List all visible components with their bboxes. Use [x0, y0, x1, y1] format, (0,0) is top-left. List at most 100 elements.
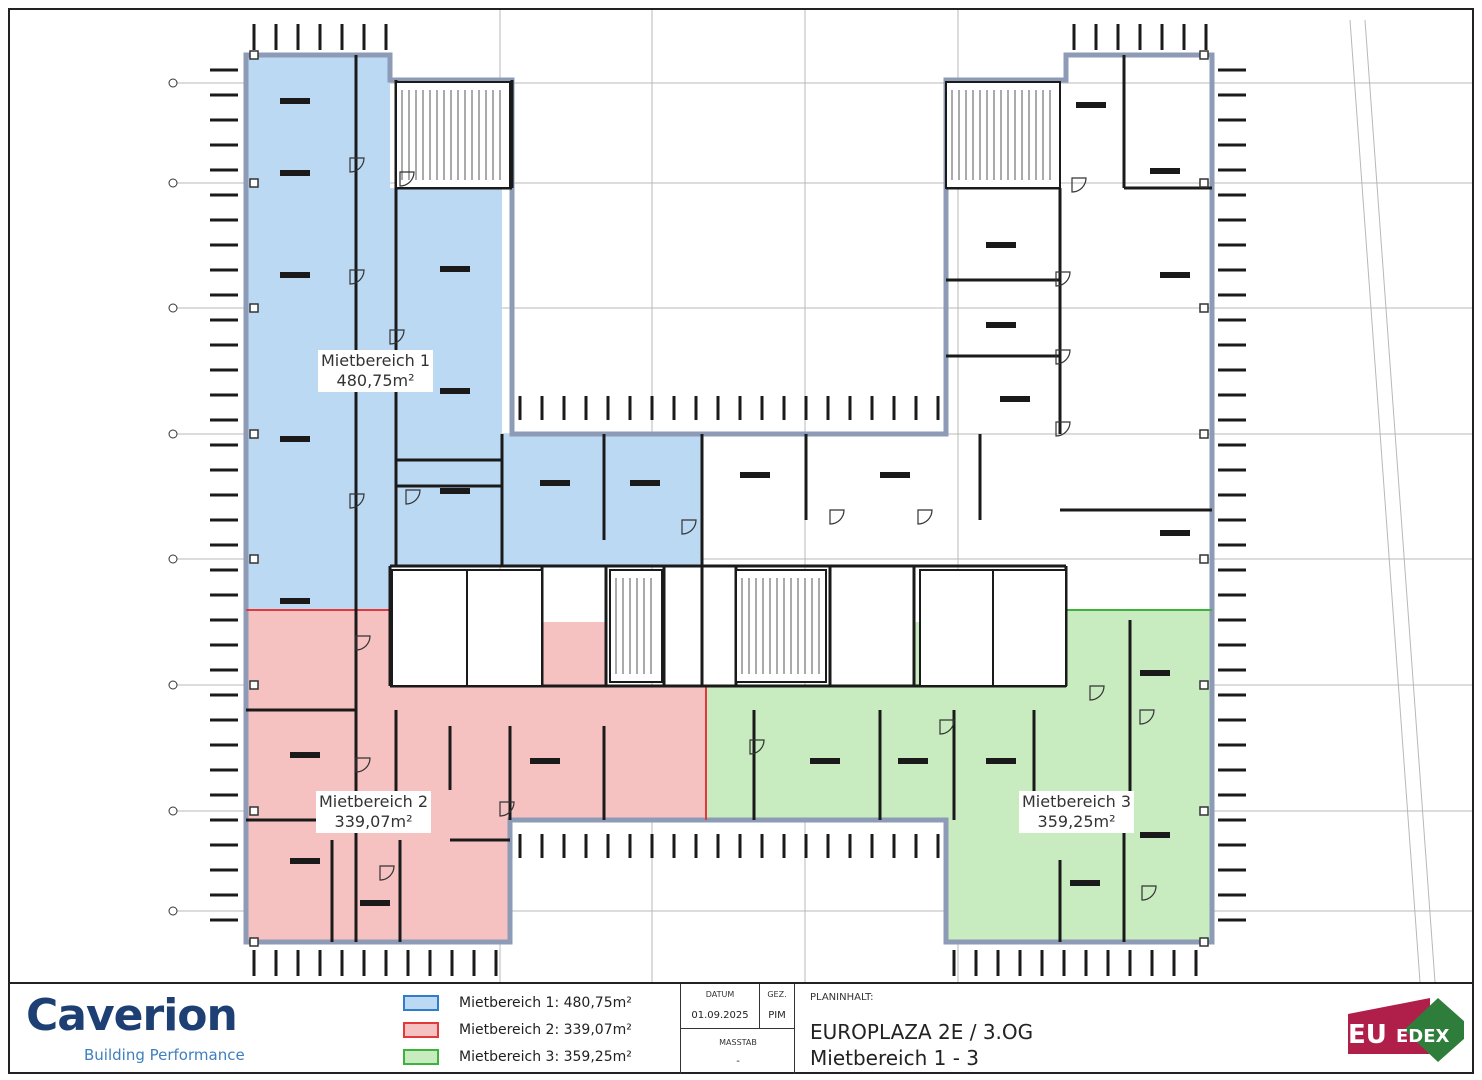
column	[1199, 554, 1209, 564]
stair-core	[945, 81, 1061, 189]
column	[249, 178, 259, 188]
door-swing	[829, 509, 845, 525]
equipment-symbol	[810, 758, 840, 764]
area-value: 480,75m²	[336, 371, 415, 390]
company-tagline: Building Performance	[84, 1046, 245, 1064]
equipment-symbol	[280, 436, 310, 442]
equipment-symbol	[1160, 530, 1190, 536]
area-label-3: Mietbereich 3 359,25m²	[1019, 791, 1135, 833]
door-swing	[499, 801, 515, 817]
grid-axis-marker	[168, 806, 178, 816]
column	[249, 937, 259, 947]
equipment-symbol	[280, 272, 310, 278]
equipment-symbol	[898, 758, 928, 764]
area-name: Mietbereich 2	[319, 792, 429, 811]
equipment-symbol	[986, 758, 1016, 764]
equipment-symbol	[1076, 102, 1106, 108]
area-label-1: Mietbereich 1 480,75m²	[318, 350, 434, 392]
equipment-symbol	[360, 900, 390, 906]
legend-label: Mietbereich 3: 359,25m²	[459, 1049, 632, 1065]
column	[249, 554, 259, 564]
door-swing	[1055, 349, 1071, 365]
door-swing	[939, 719, 955, 735]
rental-area-fills	[246, 55, 1212, 942]
equipment-symbol	[280, 598, 310, 604]
equipment-symbol	[986, 322, 1016, 328]
column	[1199, 680, 1209, 690]
door-swing	[349, 493, 365, 509]
grid-axis-marker	[168, 680, 178, 690]
equipment-symbol	[530, 758, 560, 764]
equipment-symbol	[540, 480, 570, 486]
company-name: Caverion	[26, 990, 238, 1041]
grid-axis-marker	[168, 78, 178, 88]
planinhalt-cell	[794, 984, 1474, 1074]
equipment-symbol	[290, 858, 320, 864]
plan-subtitle: Mietbereich 1 - 3	[810, 1046, 980, 1070]
floor-plan	[168, 10, 1472, 982]
equipment-symbol	[290, 752, 320, 758]
area-name: Mietbereich 1	[321, 351, 431, 370]
column	[249, 50, 259, 60]
edex-logo-prefix: EU	[1348, 1020, 1387, 1050]
legend-item-1: Mietbereich 1: 480,75m²	[403, 992, 632, 1014]
plan-title: EUROPLAZA 2E / 3.OG	[810, 1020, 1034, 1044]
door-swing	[681, 519, 697, 535]
area-name: Mietbereich 3	[1022, 792, 1132, 811]
door-swing	[1055, 271, 1071, 287]
column	[249, 680, 259, 690]
room-details	[210, 24, 1246, 976]
datum-value: 01.09.2025	[691, 1010, 749, 1021]
equipment-symbol	[440, 488, 470, 494]
area-value: 359,25m²	[1037, 812, 1116, 831]
equipment-symbol	[1070, 880, 1100, 886]
legend-swatch-blue	[403, 995, 439, 1011]
grid-axis-marker	[168, 303, 178, 313]
edex-logo-graphic	[1348, 998, 1474, 1062]
door-swing	[1141, 885, 1157, 901]
equipment-symbol	[630, 480, 660, 486]
door-swing	[399, 171, 415, 187]
door-swing	[349, 157, 365, 173]
column	[1199, 178, 1209, 188]
datum-label: DATUM	[705, 990, 735, 999]
column	[249, 806, 259, 816]
legend-label: Mietbereich 1: 480,75m²	[459, 995, 632, 1011]
column	[1199, 429, 1209, 439]
stair-core	[609, 569, 663, 683]
door-swing	[1139, 709, 1155, 725]
area-label-2: Mietbereich 2 339,07m²	[316, 791, 432, 833]
legend-swatch-green	[403, 1049, 439, 1065]
door-swing	[749, 739, 765, 755]
door-swing	[917, 509, 933, 525]
edex-logo-text: EDEX	[1396, 1026, 1450, 1047]
equipment-symbol	[986, 242, 1016, 248]
massstab-value: -	[736, 1056, 740, 1067]
door-swing	[379, 865, 395, 881]
door-swing	[1089, 685, 1105, 701]
drawing-frame: Mietbereich 1 480,75m² Mietbereich 2 339…	[8, 8, 1474, 1074]
column	[1199, 50, 1209, 60]
equipment-symbol	[1160, 272, 1190, 278]
legend-swatch-red	[403, 1022, 439, 1038]
column	[249, 429, 259, 439]
legend-item-3: Mietbereich 3: 359,25m²	[403, 1046, 632, 1068]
stair-core	[735, 569, 827, 683]
equipment-symbol	[1150, 168, 1180, 174]
massstab-label: MASSTAB	[719, 1038, 757, 1047]
legend-label: Mietbereich 2: 339,07m²	[459, 1022, 632, 1038]
grid-axis-marker	[168, 429, 178, 439]
equipment-symbol	[440, 266, 470, 272]
equipment-symbol	[280, 98, 310, 104]
grid-axis-marker	[168, 178, 178, 188]
stair-core	[395, 81, 511, 189]
equipment-symbol	[280, 170, 310, 176]
title-block: Caverion Building Performance Mietbereic…	[8, 982, 1474, 1074]
door-swing	[405, 489, 421, 505]
column	[1199, 806, 1209, 816]
area-value: 339,07m²	[334, 812, 413, 831]
gez-value: PIM	[768, 1010, 786, 1021]
door-swing	[1071, 177, 1087, 193]
equipment-symbol	[440, 388, 470, 394]
door-swing	[355, 757, 371, 773]
